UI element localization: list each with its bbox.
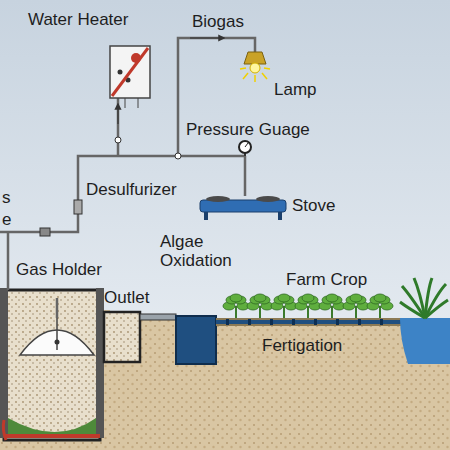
crop-plant — [271, 294, 297, 318]
flow-arrow — [117, 104, 118, 124]
palm-plant — [400, 278, 448, 318]
part-label: Pressure Guage — [186, 120, 310, 139]
digester — [0, 288, 104, 440]
pond — [400, 318, 450, 364]
valve — [115, 137, 121, 143]
emitter — [248, 319, 251, 325]
part-label: Lamp — [274, 80, 317, 99]
crop-plant — [223, 294, 249, 318]
emitter — [380, 319, 383, 325]
crop-plant — [367, 294, 393, 318]
emitter — [314, 319, 317, 325]
part-label: Gas Holder — [16, 260, 102, 279]
crop-plant — [295, 294, 321, 318]
crop-plant — [343, 294, 369, 318]
water-heater — [110, 46, 150, 108]
part-label: Algae Oxidation — [160, 232, 246, 270]
part-label: Stove — [292, 196, 335, 215]
crop-plant — [319, 294, 345, 318]
emitter — [358, 319, 361, 325]
part-label: Biogas — [192, 12, 244, 31]
part-label: Desulfurizer — [86, 180, 177, 199]
part-label: Water Heater — [28, 10, 128, 29]
emitter — [336, 319, 339, 325]
lamp — [240, 52, 270, 82]
part-label: Outlet — [104, 288, 149, 307]
emitter — [270, 319, 273, 325]
valve — [175, 153, 181, 159]
outlet-tank — [104, 312, 176, 362]
part-label: Fertigation — [262, 336, 342, 355]
crop-plants — [223, 294, 393, 318]
flow-arrow — [190, 37, 224, 38]
emitter — [226, 319, 229, 325]
desulfurizer-symbol — [74, 200, 82, 214]
field-bed — [216, 318, 402, 326]
drip-emitters — [226, 319, 383, 325]
algae-tank — [176, 316, 216, 364]
part-label: Farm Crop — [286, 270, 367, 289]
gas-pipes — [0, 38, 255, 318]
fertigation-pipe — [216, 320, 402, 324]
emitter — [292, 319, 295, 325]
part-label: e — [2, 210, 11, 229]
valve — [40, 228, 50, 236]
crop-plant — [247, 294, 273, 318]
pressure-gauge — [239, 141, 251, 156]
part-label: s — [2, 188, 11, 207]
stove — [200, 196, 286, 220]
